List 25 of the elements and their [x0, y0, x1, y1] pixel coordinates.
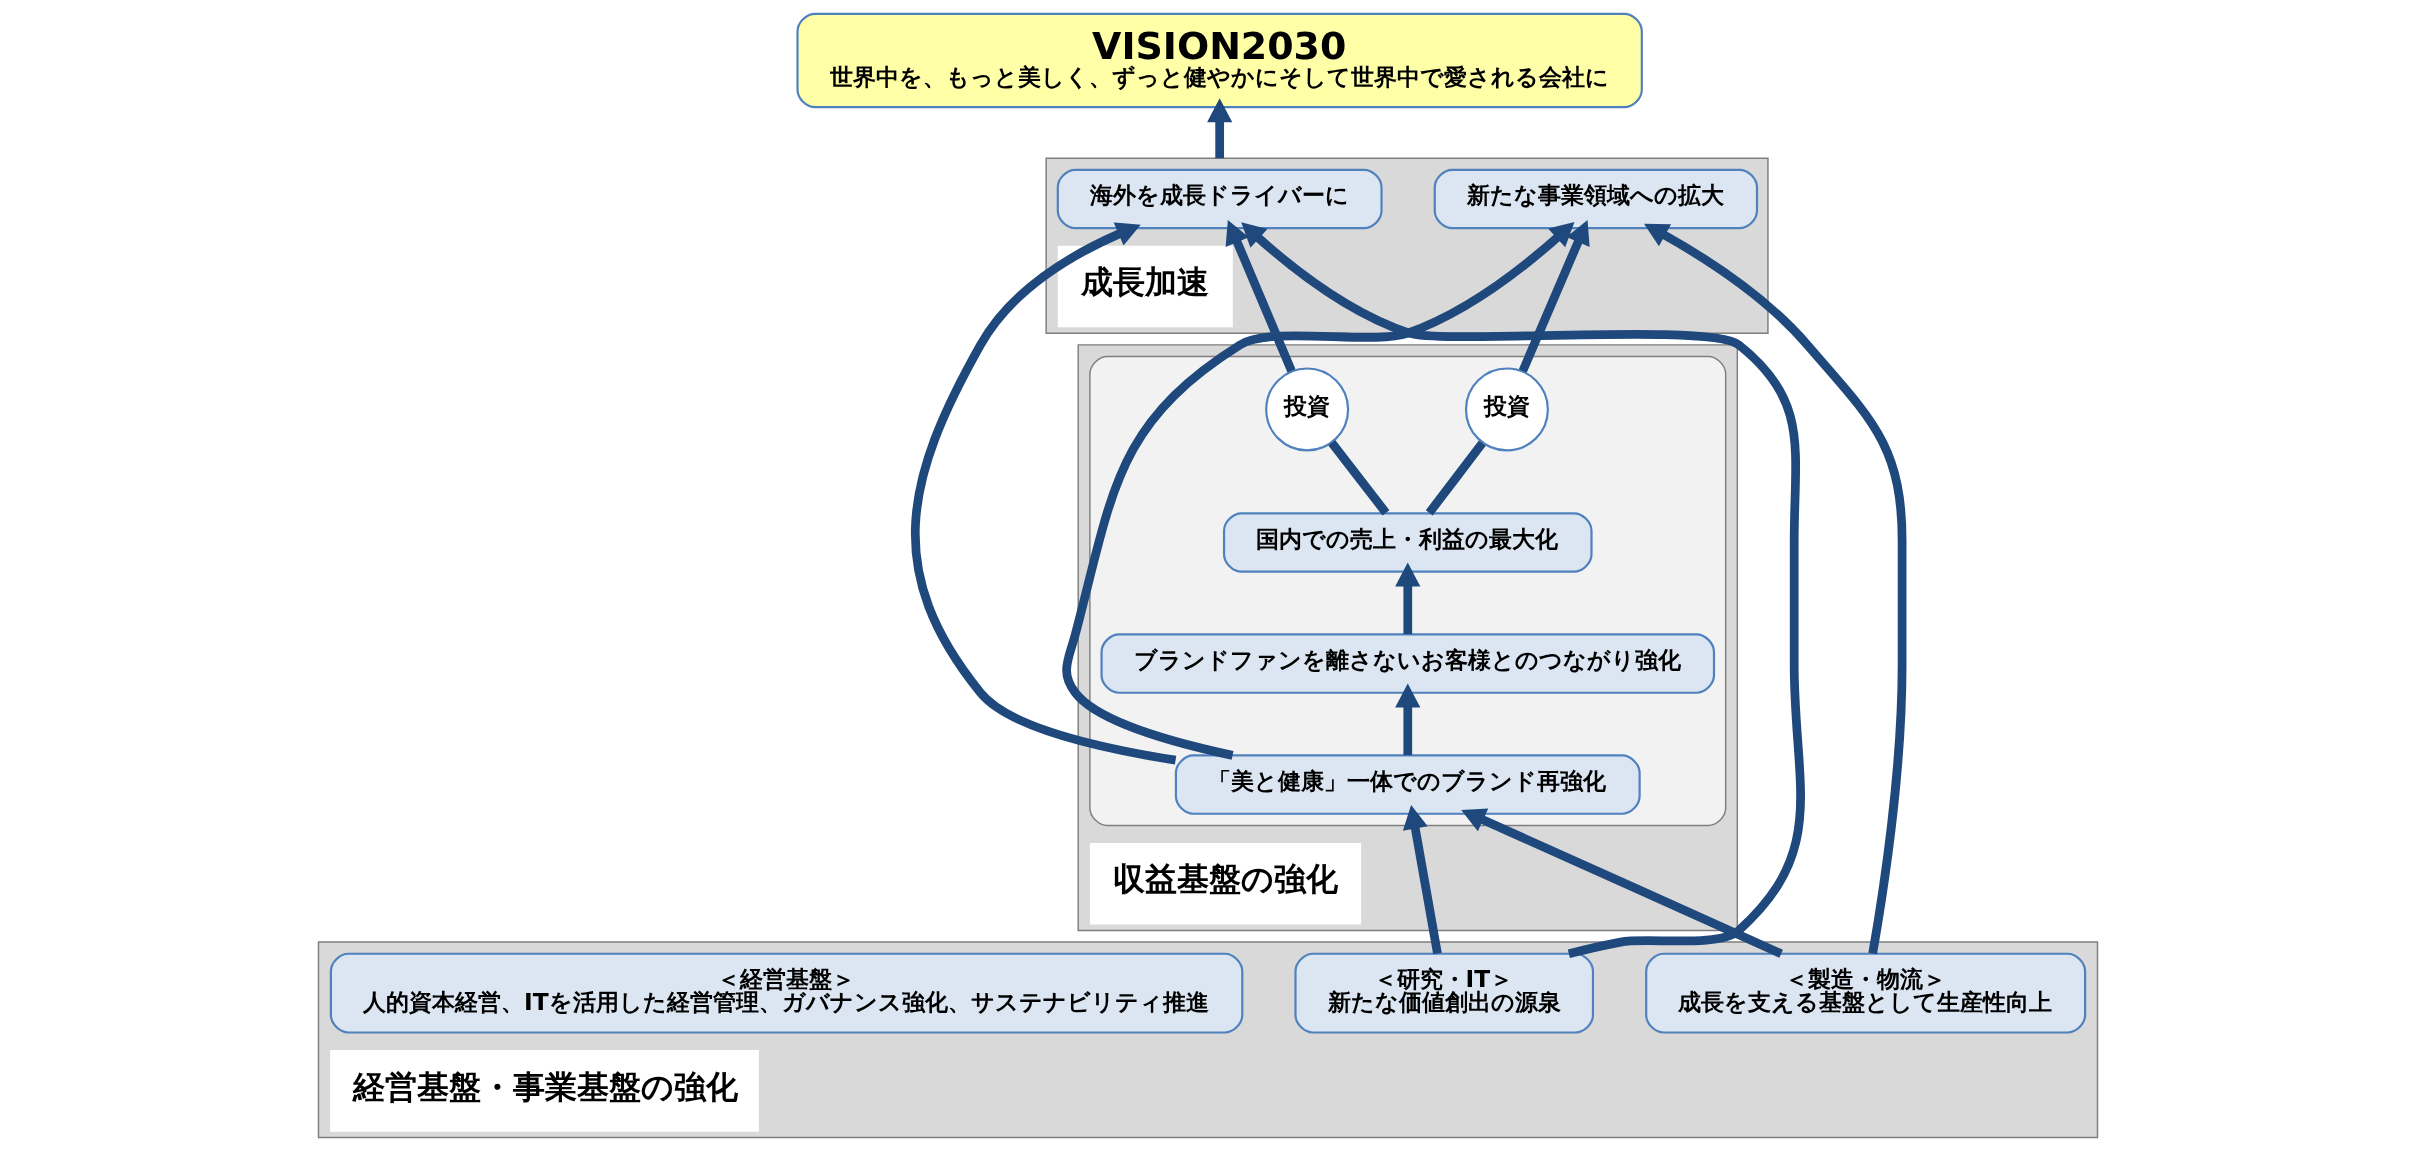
- arrow: [1206, 98, 1232, 159]
- node-box: 海外を成長ドライバーに: [1056, 168, 1383, 230]
- arrow: [1394, 562, 1420, 635]
- arrow: [1643, 223, 1906, 955]
- arrow: [910, 222, 1176, 765]
- arrow: [1518, 219, 1590, 373]
- cluster: [1088, 355, 1726, 827]
- node-box: ＜製造・物流＞ 成長を支える基盤として生産性向上: [1644, 952, 2086, 1034]
- node-circle: 投資: [1464, 367, 1549, 452]
- node-box: VISION2030 世界中を、もっと美しく、ずっと健やかにそして世界中で愛される会社に: [795, 12, 1643, 109]
- node-box: ブランドファンを離さないお客様とのつながり強化: [1099, 633, 1715, 694]
- node-box: 「美と健康」一体でのブランド再強化: [1174, 754, 1641, 815]
- node-box: ＜経営基盤＞ 人的資本経営、ITを活用した経営管理、ガバナンス強化、サステナビリティ推進: [329, 952, 1243, 1034]
- arrow: [1460, 808, 1783, 958]
- arrow: [1394, 683, 1420, 756]
- node-box: 国内での売上・利益の最大化: [1222, 512, 1593, 573]
- arrow: [1225, 219, 1296, 373]
- arrow: [1061, 221, 1574, 760]
- connector: [1327, 440, 1389, 516]
- node-box: 新たな事業領域への拡大: [1433, 168, 1758, 230]
- node-circle: 投資: [1264, 367, 1349, 452]
- connector: [1425, 440, 1486, 516]
- arrow: [1402, 804, 1442, 955]
- arrow: [1240, 222, 1805, 958]
- node-box: ＜研究・IT＞ 新たな価値創出の源泉: [1293, 952, 1594, 1034]
